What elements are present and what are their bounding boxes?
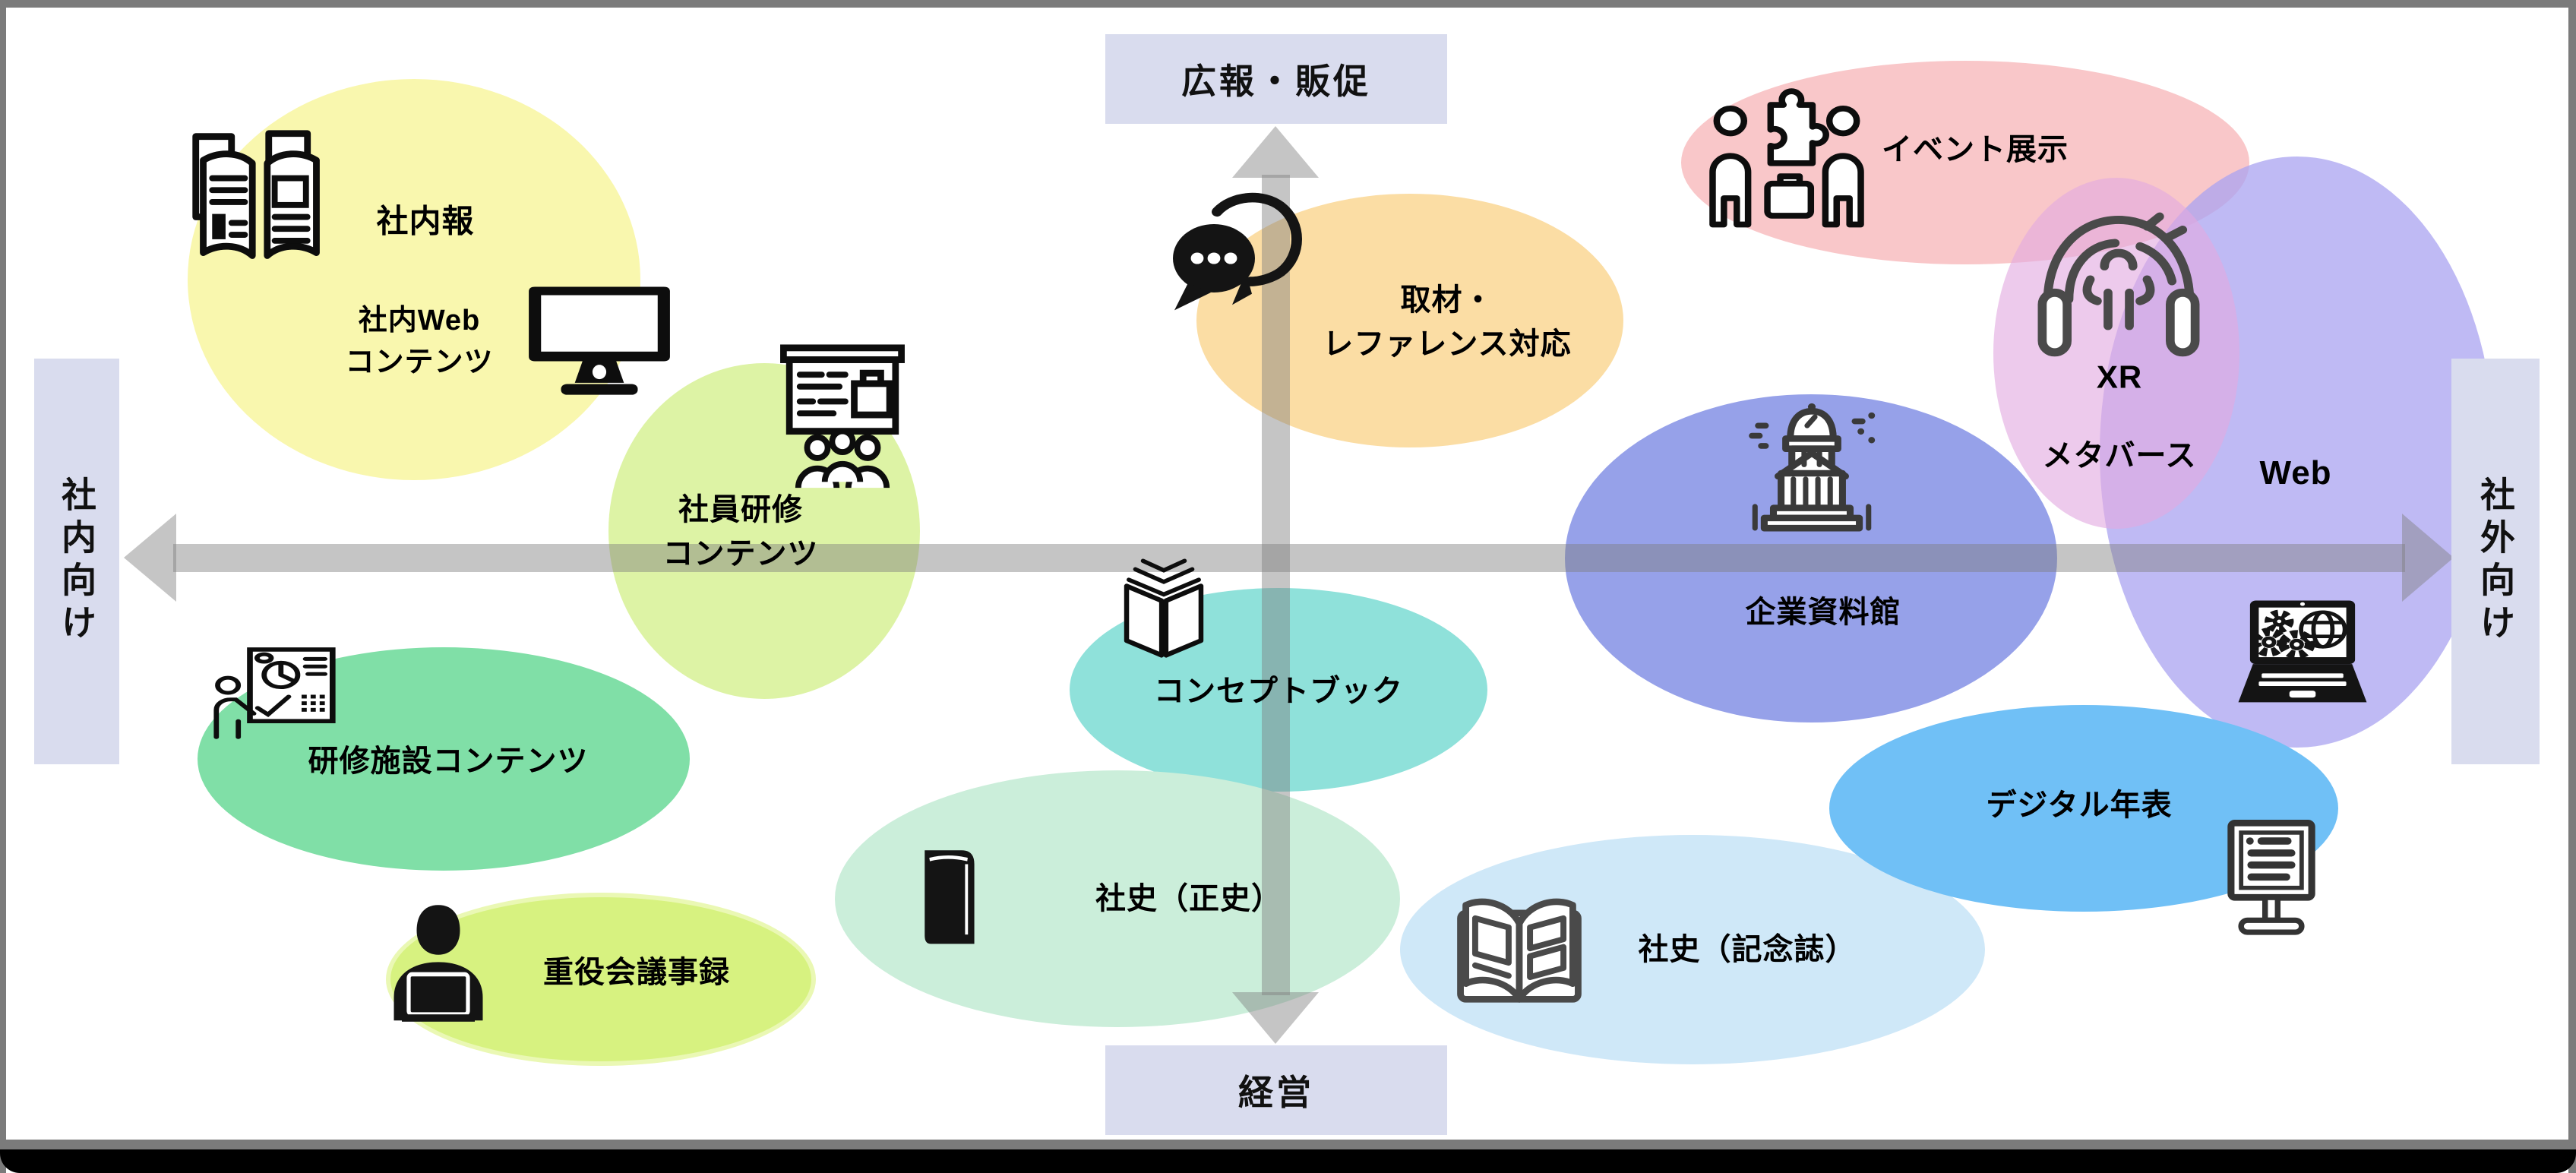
axis-label-right: 社外向け: [2451, 359, 2540, 764]
press-reference-support-label: 取材・ レファレンス対応: [1323, 283, 1572, 361]
person-laptop-icon: [381, 903, 495, 1024]
laptop-gears-globe-icon: [2230, 597, 2375, 713]
closed-book-icon: [899, 839, 997, 954]
employee-training-content-label: 社員研修 コンテンツ: [662, 493, 819, 571]
xr-label: XR: [2096, 359, 2143, 395]
whiteboard-audience-icon: [769, 343, 916, 492]
training-facility-content-label: 研修施設コンテンツ: [308, 745, 589, 778]
concept-book-label: コンセプトブック: [1154, 675, 1403, 708]
people-puzzle-icon: [1706, 87, 1867, 233]
executive-meeting-minutes-label: 重役会議事録: [543, 956, 730, 989]
vr-roundtable-icon: [2030, 207, 2208, 372]
presenter-chart-icon: [211, 646, 340, 740]
bottom-black-bar: [0, 1149, 2576, 1173]
kiosk-display-icon: [2208, 818, 2334, 938]
digital-timeline-label: デジタル年表: [1986, 789, 2173, 822]
internal-newsletter-bubble: [188, 79, 640, 480]
press-reference-support-bubble: [1196, 194, 1623, 447]
axis-label-top: 広報・販促: [1105, 34, 1447, 124]
xr-metaverse-bubble: [1993, 178, 2239, 529]
company-history-anniversary-label: 社史（記念誌）: [1638, 933, 1857, 966]
corporate-archive-label: 企業資料館: [1745, 596, 1901, 629]
axis-label-bottom: 経営: [1105, 1045, 1447, 1135]
museum-building-icon: [1735, 401, 1889, 545]
web-label: Web: [2259, 454, 2332, 492]
internal-newsletter-label: 社内報: [376, 203, 475, 239]
company-history-official-label: 社史（正史）: [1095, 882, 1282, 915]
open-magazine-icon: [185, 125, 334, 273]
axis-label-left: 社内向け: [34, 359, 119, 764]
bottom-gray-strip: [0, 1140, 2576, 1149]
open-book-icon: [1452, 884, 1586, 1015]
event-exhibition-label: イベント展示: [1882, 133, 2069, 166]
internal-web-content-label: 社内Web コンテンツ: [345, 304, 494, 378]
desktop-monitor-icon: [523, 280, 676, 400]
speech-bubbles-icon: [1168, 190, 1320, 327]
metaverse-label: メタバース: [2042, 439, 2197, 473]
standing-book-icon: [1109, 555, 1218, 659]
